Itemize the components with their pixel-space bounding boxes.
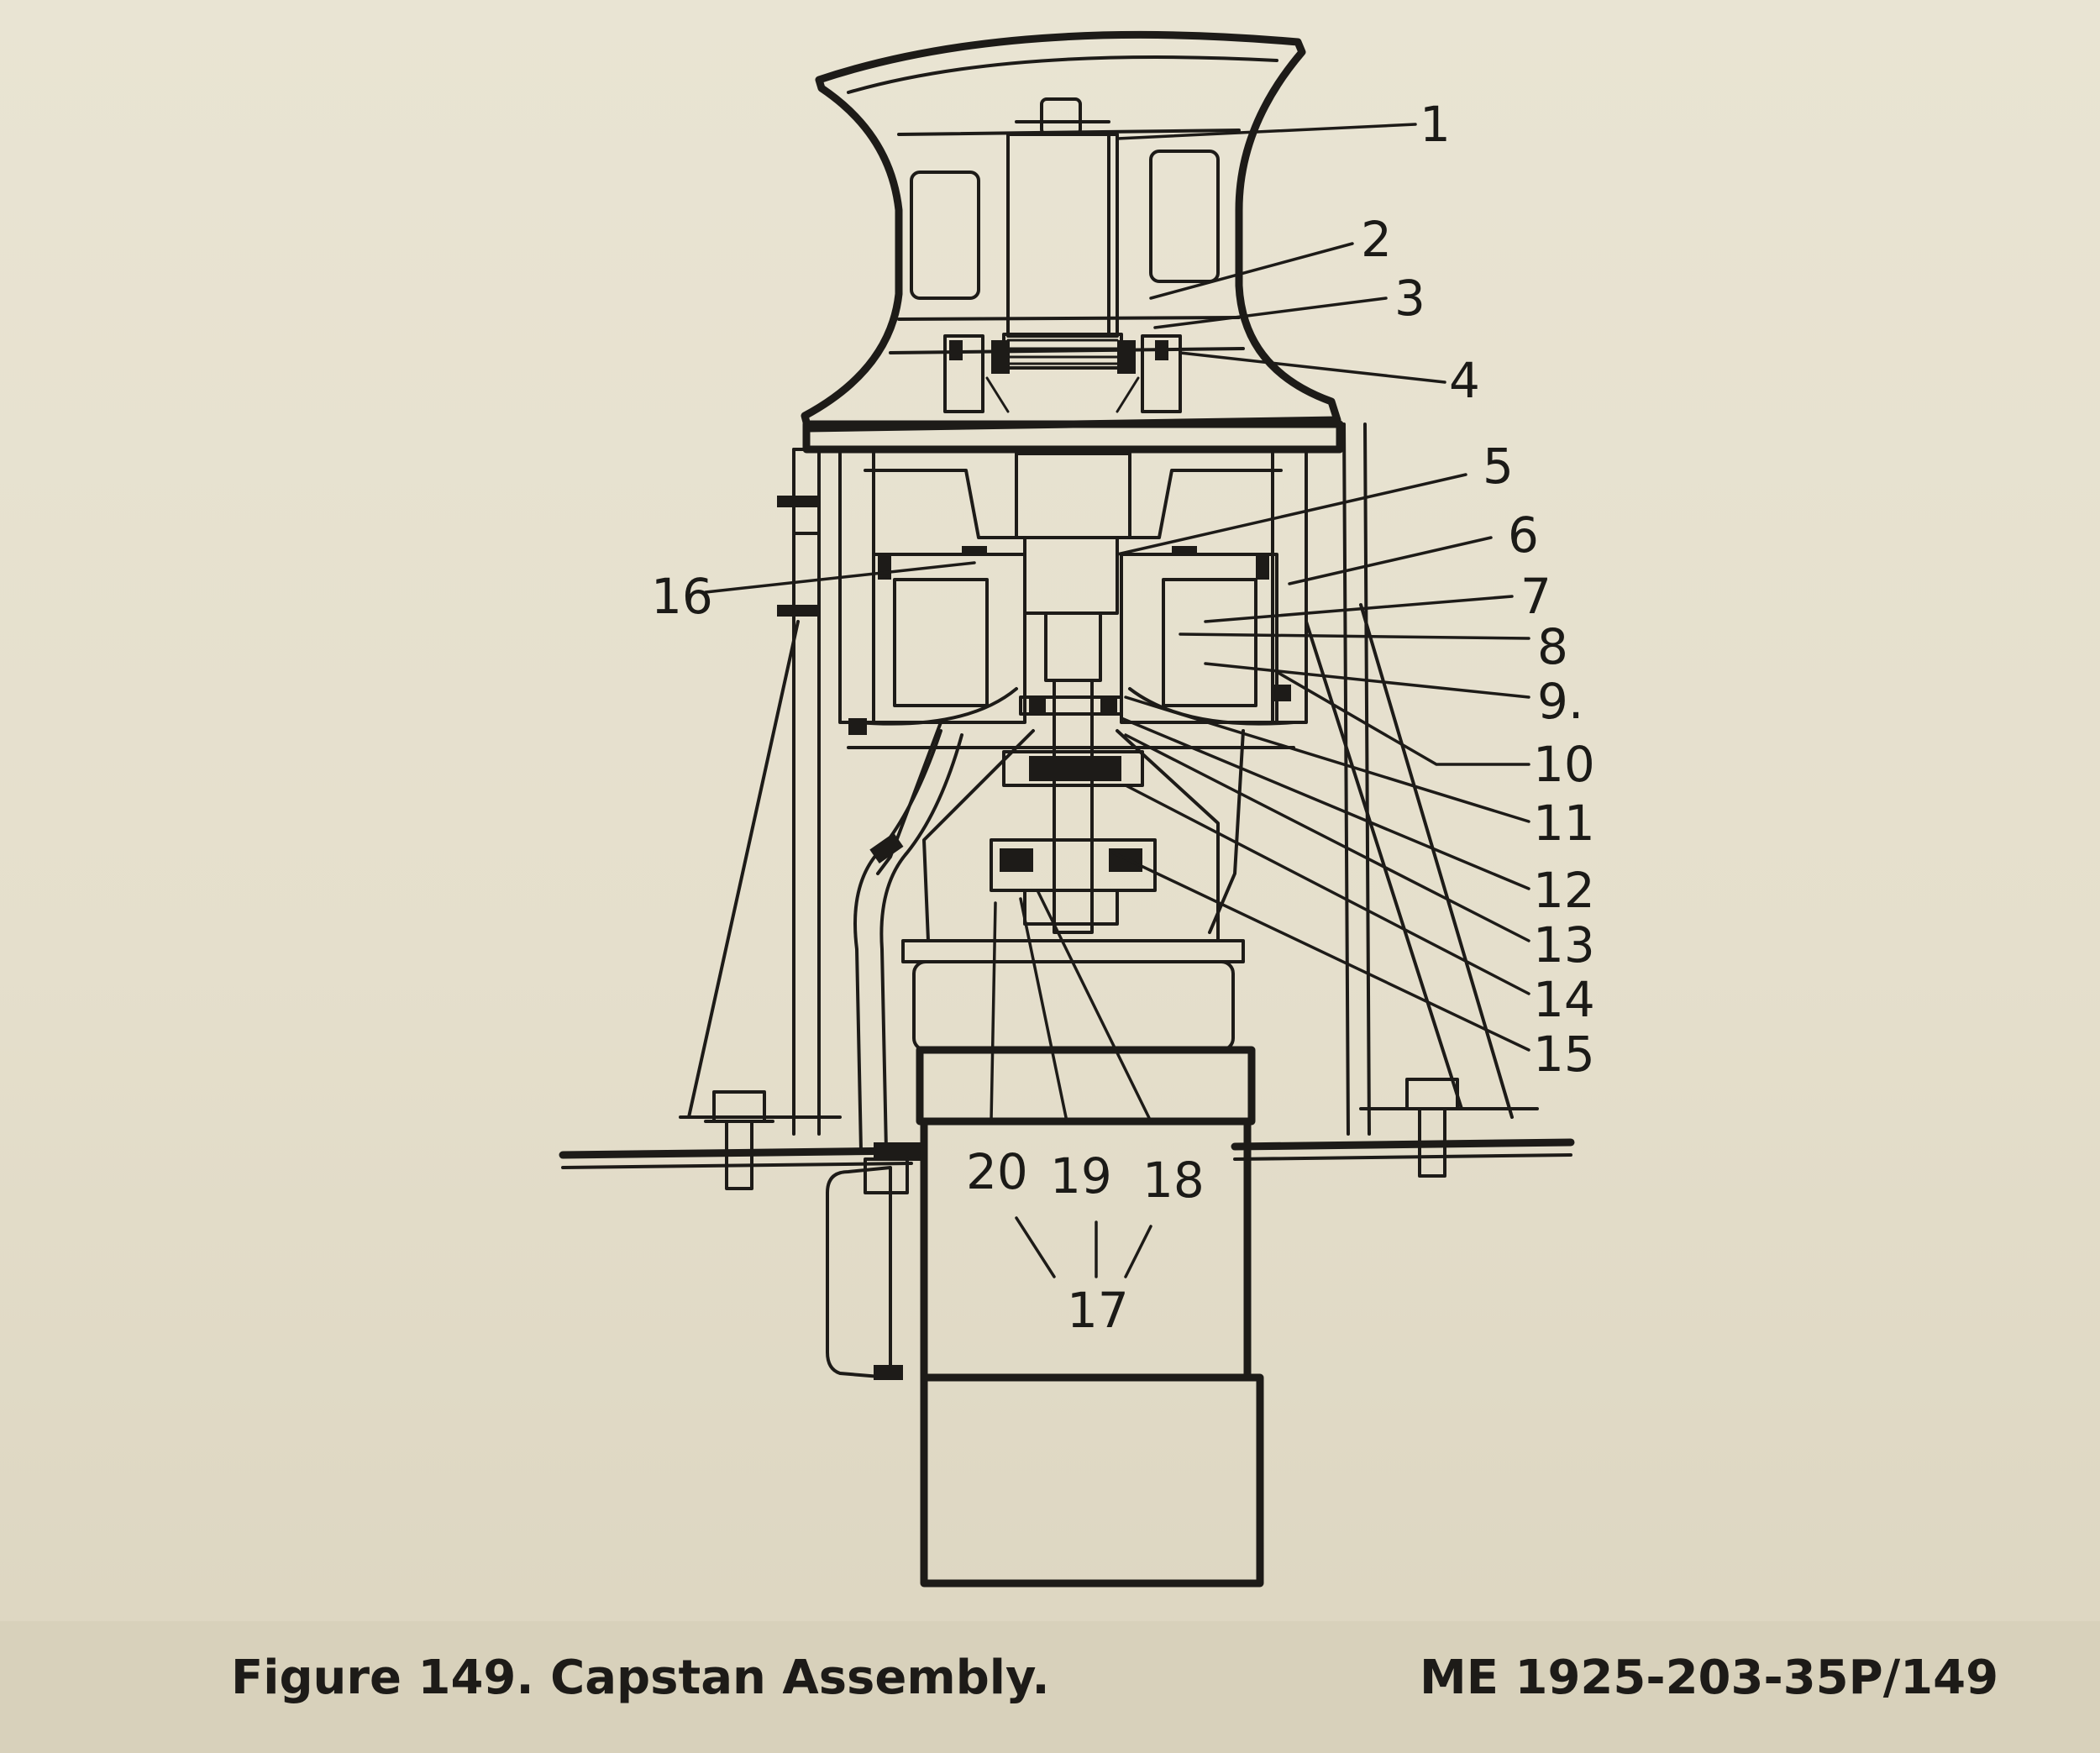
callout-6: 6 [1508,506,1539,564]
callout-14: 14 [1533,971,1595,1028]
callout-4: 4 [1449,352,1480,409]
callout-15: 15 [1533,1026,1595,1083]
gear-housing [802,420,1344,1152]
caption-strip [0,1621,2100,1753]
callout-10: 10 [1533,736,1595,793]
callout-12: 12 [1533,862,1595,919]
callout-17: 17 [1067,1282,1129,1339]
capstan-head [801,30,1341,433]
callout-9: 9. [1537,673,1583,730]
callout-16: 16 [651,568,713,625]
callout-11: 11 [1533,795,1595,852]
callout-2: 2 [1361,211,1392,268]
drive-motor [826,1046,1264,1588]
callout-3: 3 [1394,270,1425,327]
callout-7: 7 [1520,568,1551,625]
callout-5: 5 [1483,438,1514,495]
base-bolt-right [1397,1078,1467,1178]
callout-20: 20 [966,1143,1028,1200]
callout-1: 1 [1420,96,1451,153]
base-bolt-left [704,1090,774,1190]
callout-labels: 1 2 3 4 5 6 7 8 9. 10 11 12 13 14 15 16 … [651,96,1595,1339]
callout-8: 8 [1537,618,1568,675]
callout-18: 18 [1142,1152,1205,1209]
callout-13: 13 [1533,916,1595,974]
callout-19: 19 [1050,1147,1112,1205]
figure-reference-code: ME 1925-203-35P/149 [1420,1651,1999,1705]
figure-caption: Figure 149. Capstan Assembly. [231,1651,1050,1705]
leader-lines [704,123,1530,1278]
